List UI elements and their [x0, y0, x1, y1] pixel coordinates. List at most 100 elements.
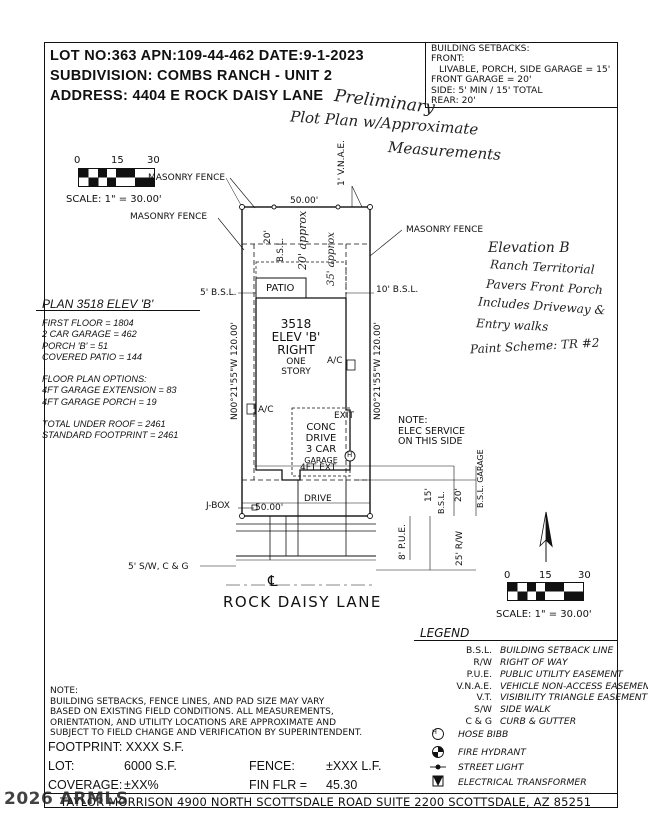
conc-label: CONC: [306, 422, 336, 433]
masonry-fence-3: MASONRY FENCE: [406, 225, 484, 235]
note-line-4: ORIENTATION, AND UTILITY LOCATIONS ARE A…: [50, 717, 337, 728]
setbacks-livable: LIVABLE, PORCH, SIDE GARAGE = 15': [439, 63, 611, 75]
setbacks-side: SIDE: 5' MIN / 15' TOTAL: [431, 84, 543, 96]
company-rule: [44, 793, 618, 794]
masonry-fence-2: MASONRY FENCE: [130, 212, 208, 222]
drawing-frame: [44, 42, 618, 808]
ac-right: A/C: [327, 356, 343, 366]
drive-bottom: DRIVE: [304, 494, 332, 504]
legend-item: V.N.A.E.VEHICLE NON-ACCESS EASEMENT: [456, 681, 648, 692]
elec-note-3: ON THIS SIDE: [398, 436, 463, 447]
scale-bottom-label: SCALE: 1" = 30.00': [496, 609, 592, 620]
disclaimer-note: NOTE: BUILDING SETBACKS, FENCE LINES, AN…: [50, 686, 362, 739]
address-line: ADDRESS: 4404 E ROCK DAISY LANE: [50, 88, 324, 104]
plan-summary: FIRST FLOOR = 1804 2 CAR GARAGE = 462 PO…: [42, 318, 178, 442]
hand-elevation: Elevation B: [488, 240, 570, 256]
bsl-15: 15': [424, 488, 434, 502]
setbacks-front-garage: FRONT GARAGE = 20': [431, 74, 532, 86]
elec-note-2: ELEC SERVICE: [398, 425, 466, 437]
scale-bottom-15: 15: [539, 570, 552, 581]
legend-transformer: ELECTRICAL TRANSFORMER: [458, 777, 587, 788]
coverage-label: COVERAGE:: [48, 778, 123, 792]
elec-note: NOTE: ELEC SERVICE ON THIS SIDE: [398, 415, 466, 448]
house-model: 3518: [280, 317, 312, 331]
lot-boundary: [241, 206, 371, 517]
scale-bar-top: [78, 168, 155, 187]
setbacks-title: BUILDING SETBACKS:: [431, 43, 530, 54]
left-bearing-dim: N00°21'55"W 120.00': [230, 322, 240, 420]
house-story-2: STORY: [281, 367, 311, 377]
left-bsl: 5' B.S.L.: [200, 288, 237, 298]
setbacks-rear: REAR: 20': [431, 95, 476, 107]
watermark: 2026 ARMLS: [4, 789, 129, 809]
note-line-5: SUBJECT TO FIELD CHANGE AND VERIFICATION…: [50, 728, 363, 739]
legend-rule: [414, 640, 618, 641]
fin-flr-label: FIN FLR =: [249, 778, 307, 792]
legend-item: P.U.E.PUBLIC UTILITY EASEMENT: [466, 669, 623, 680]
patio-label: PATIO: [266, 283, 295, 294]
setbacks-front: FRONT:: [431, 53, 465, 65]
drive-label: DRIVE: [305, 433, 337, 444]
hose-bibb-icon: [432, 728, 444, 740]
ac-left: A/C: [258, 405, 274, 415]
house-story-1: ONE: [286, 357, 306, 367]
garage-label: CONC DRIVE 3 CAR GARAGE: [298, 422, 344, 466]
masonry-fence-1: MASONRY FENCE: [148, 173, 226, 183]
right-bsl: 10' B.S.L.: [376, 285, 419, 295]
plan-porch: PORCH 'B' = 51: [42, 340, 109, 351]
plan-opt2: 4FT GARAGE PORCH = 19: [42, 396, 157, 407]
pue-label: 8' P.U.E.: [398, 524, 408, 560]
garage-20-label: B.S.L. GARAGE: [476, 449, 485, 508]
setbacks-box: BUILDING SETBACKS: FRONT: LIVABLE, PORCH…: [425, 42, 618, 108]
house-elev: ELEV 'B': [271, 330, 321, 344]
plan-title: PLAN 3518 ELEV 'B': [42, 297, 154, 311]
hand-35-approx: 35' approx: [326, 232, 337, 286]
plan-total: TOTAL UNDER ROOF = 2461: [42, 419, 166, 430]
footprint: FOOTPRINT: XXXX S.F.: [48, 740, 185, 754]
legend-hose-bibb: HOSE BIBB: [458, 729, 509, 740]
centerline-symbol: ℄: [268, 572, 278, 590]
plan-opt1: 4FT GARAGE EXTENSION = 83: [42, 385, 177, 396]
plan-rule: [36, 310, 200, 311]
hose-bibb-h: H: [347, 451, 353, 459]
jbox-label: J-BOX: [206, 501, 230, 511]
company-line: TAYLOR MORRISON 4900 NORTH SCOTTSDALE RO…: [60, 795, 592, 809]
fence-value: ±XXX L.F.: [326, 759, 382, 773]
elec-note-1: NOTE:: [398, 415, 428, 426]
note-line-3: BASED ON EXISTING FIELD CONDITIONS. ALL …: [50, 707, 334, 718]
house-label: 3518 ELEV 'B' RIGHT ONE STORY: [266, 317, 326, 378]
note-line-2: BUILDING SETBACKS, FENCE LINES, AND PAD …: [50, 696, 325, 707]
right-bearing-dim: N00°21'55"W 120.00': [373, 322, 383, 420]
scale-bottom-30: 30: [578, 570, 591, 581]
note-line-1: NOTE:: [50, 686, 79, 696]
lot-bottom-width: 50.00': [255, 503, 284, 513]
legend-hydrant: FIRE HYDRANT: [458, 747, 526, 758]
hand-20-approx: 20' approx: [296, 210, 309, 270]
scale-top-30: 30: [147, 155, 160, 166]
lot-top-width: 50.00': [290, 196, 319, 206]
legend-street-light: STREET LIGHT: [458, 762, 524, 773]
lot-value: 6000 S.F.: [124, 759, 177, 773]
exit-label: EXIT: [334, 411, 355, 421]
rear-bsl-label: B.S.L.: [276, 237, 286, 262]
lot-label: LOT:: [48, 759, 75, 773]
house-side: RIGHT: [277, 343, 315, 357]
plan-patio: COVERED PATIO = 144: [42, 351, 142, 362]
legend-item: V.T.VISIBILITY TRIANGLE EASEMENT: [476, 692, 648, 703]
rear-bsl-dim: 20': [263, 230, 273, 244]
coverage-value: ±XX%: [124, 778, 159, 792]
legend-symbols: [430, 728, 446, 787]
lot-line: LOT NO:363 APN:109-44-462 DATE:9-1-2023: [50, 48, 364, 64]
plan-garage: 2 CAR GARAGE = 462: [42, 329, 137, 340]
house-outline: [255, 297, 351, 481]
scale-top-15: 15: [111, 155, 124, 166]
legend-item: B.S.L.BUILDING SETBACK LINE: [465, 645, 614, 656]
plan-options: FLOOR PLAN OPTIONS:: [42, 374, 147, 385]
legend-title: LEGEND: [420, 626, 470, 640]
scale-top-0: 0: [74, 155, 81, 166]
plan-first-floor: FIRST FLOOR = 1804: [42, 318, 134, 328]
sw-label: 5' S/W, C & G: [128, 562, 189, 572]
